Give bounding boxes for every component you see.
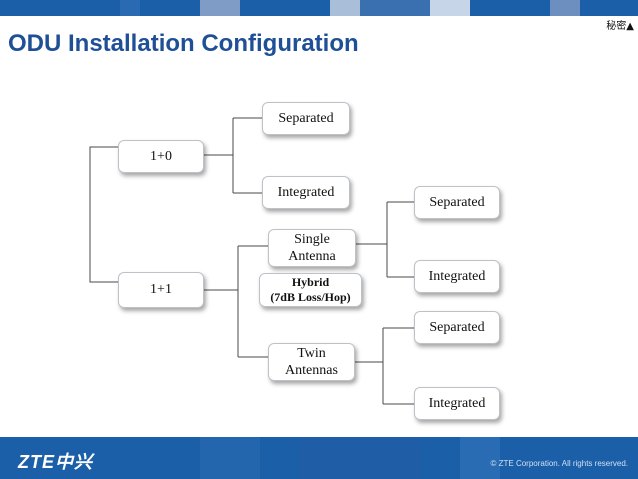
top-bar-segment xyxy=(330,0,360,16)
page-title: ODU Installation Configuration xyxy=(8,30,359,57)
node-1-plus-1: 1+1 xyxy=(118,272,204,308)
top-bar-segment xyxy=(0,0,120,16)
connector-root xyxy=(89,146,118,283)
top-bar-segment xyxy=(200,0,240,16)
connector-1-0 xyxy=(204,117,262,194)
node-twin-separated: Separated xyxy=(414,311,500,344)
node-twin-antennas-line2: Antennas xyxy=(285,363,338,378)
node-1-plus-0: 1+0 xyxy=(118,140,204,173)
top-bar-segment xyxy=(140,0,200,16)
node-hybrid: Hybrid (7dB Loss/Hop) xyxy=(259,273,362,307)
node-single-antenna: Single Antenna xyxy=(268,229,356,267)
node-hybrid-line2: (7dB Loss/Hop) xyxy=(270,290,351,304)
node-twin-antennas-line1: Twin xyxy=(297,345,326,361)
connector-lines xyxy=(89,117,414,405)
node-twin-antennas: Twin Antennas xyxy=(268,343,355,381)
top-bar-segment xyxy=(550,0,580,16)
node-1-0-integrated: Integrated xyxy=(262,176,350,209)
node-single-antenna-line1: Single xyxy=(294,231,330,247)
copyright-text: © ZTE Corporation. All rights reserved. xyxy=(490,459,629,468)
top-bar-segment xyxy=(580,0,638,16)
confidential-label: 秘密▲ xyxy=(606,21,634,32)
node-1-0-separated: Separated xyxy=(262,102,350,135)
top-bar-segment xyxy=(360,0,430,16)
footer-pattern xyxy=(0,437,638,479)
top-bar-segment xyxy=(470,0,550,16)
connector-1-1 xyxy=(204,245,268,358)
node-twin-integrated: Integrated xyxy=(414,387,500,420)
node-single-integrated: Integrated xyxy=(414,260,500,293)
top-bar-segment xyxy=(430,0,470,16)
footer-bar: ZTE中兴 © ZTE Corporation. All rights rese… xyxy=(0,437,638,479)
node-single-antenna-line2: Antenna xyxy=(288,249,336,264)
top-bar-segment xyxy=(120,0,140,16)
node-single-separated: Separated xyxy=(414,186,500,219)
connector-twin-antennas xyxy=(355,327,414,405)
top-bar-segment xyxy=(240,0,330,16)
connector-single-antenna xyxy=(356,201,414,278)
node-hybrid-line1: Hybrid xyxy=(291,275,330,289)
top-decorative-bar xyxy=(0,0,638,16)
zte-logo: ZTE中兴 xyxy=(18,452,93,472)
